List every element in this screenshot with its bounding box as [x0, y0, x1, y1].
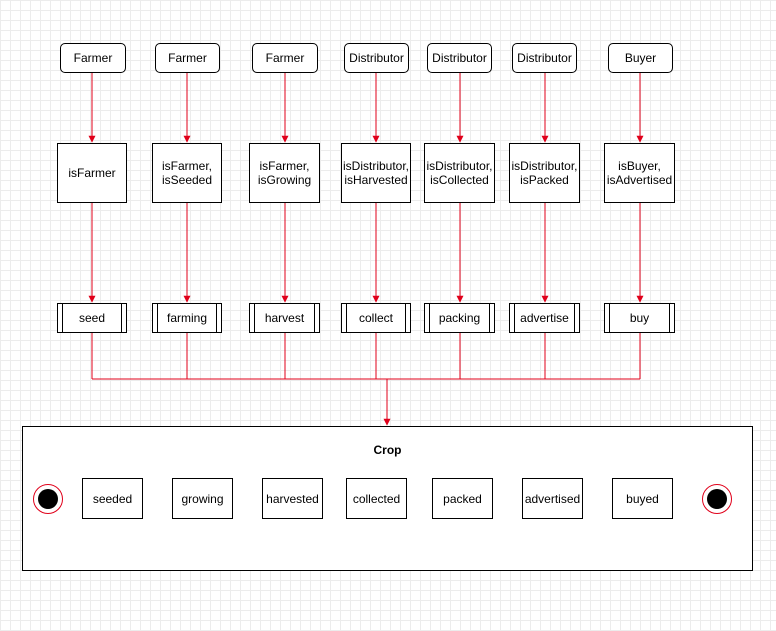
action-box[interactable]: harvest	[249, 303, 320, 333]
action-box[interactable]: advertise	[509, 303, 580, 333]
action-box[interactable]: packing	[424, 303, 495, 333]
start-node[interactable]	[33, 484, 63, 514]
end-node[interactable]	[702, 484, 732, 514]
actor-box[interactable]: Farmer	[60, 43, 126, 73]
actor-box[interactable]: Farmer	[252, 43, 318, 73]
state-node[interactable]: collected	[346, 478, 407, 519]
actor-box[interactable]: Distributor	[512, 43, 577, 73]
condition-box[interactable]: isDistributor, isHarvested	[341, 143, 411, 203]
condition-box[interactable]: isFarmer	[57, 143, 127, 203]
state-node[interactable]: buyed	[612, 478, 673, 519]
condition-box[interactable]: isDistributor, isPacked	[509, 143, 580, 203]
condition-box[interactable]: isDistributor, isCollected	[424, 143, 495, 203]
crop-title: Crop	[373, 443, 402, 457]
state-node[interactable]: advertised	[522, 478, 583, 519]
action-box[interactable]: farming	[152, 303, 222, 333]
action-box[interactable]: collect	[341, 303, 411, 333]
condition-box[interactable]: isFarmer, isGrowing	[249, 143, 320, 203]
actor-box[interactable]: Buyer	[608, 43, 673, 73]
state-node[interactable]: harvested	[262, 478, 323, 519]
action-box[interactable]: buy	[604, 303, 675, 333]
state-node[interactable]: packed	[432, 478, 493, 519]
state-node[interactable]: seeded	[82, 478, 143, 519]
condition-box[interactable]: isFarmer, isSeeded	[152, 143, 222, 203]
actor-box[interactable]: Distributor	[344, 43, 409, 73]
state-node[interactable]: growing	[172, 478, 233, 519]
condition-box[interactable]: isBuyer, isAdvertised	[604, 143, 675, 203]
actor-box[interactable]: Distributor	[427, 43, 492, 73]
actor-box[interactable]: Farmer	[155, 43, 220, 73]
action-box[interactable]: seed	[57, 303, 127, 333]
